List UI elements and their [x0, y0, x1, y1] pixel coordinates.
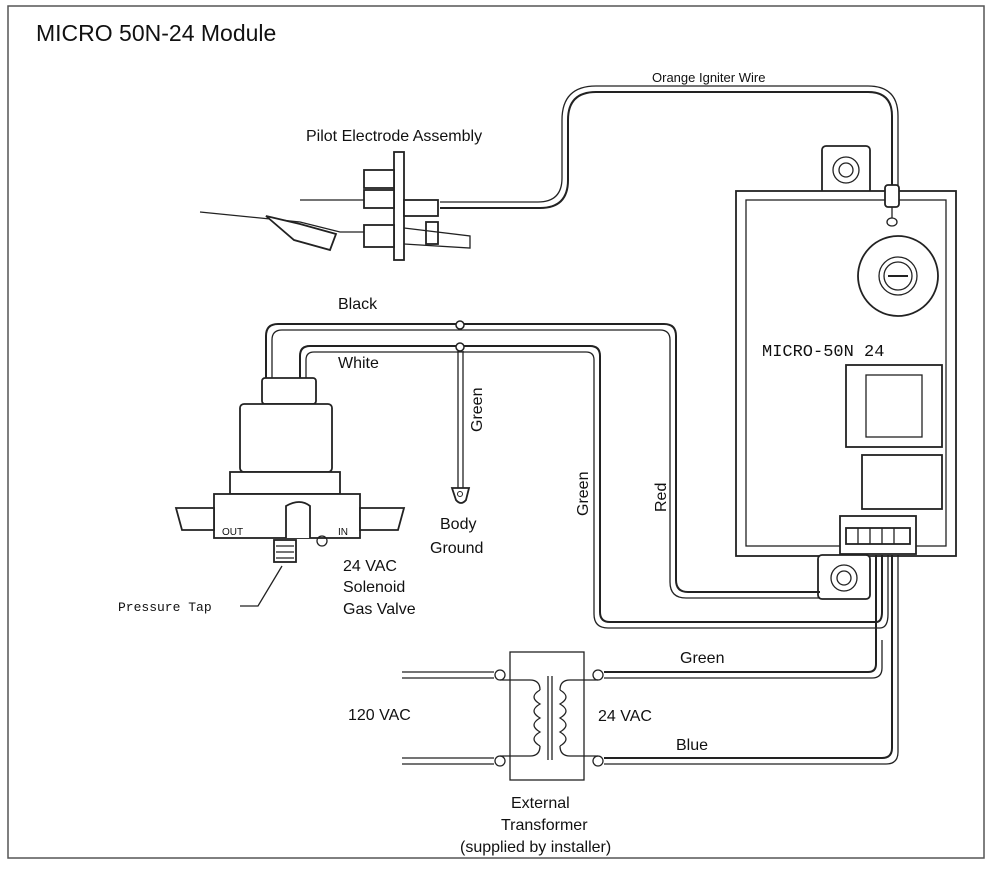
green-secondary-label: Green: [680, 650, 724, 667]
transformer-label-2: Transformer: [501, 817, 588, 834]
vac24-label: 24 VAC: [598, 708, 652, 725]
body-ground-label-2: Ground: [430, 540, 483, 557]
white-wire-label: White: [338, 355, 379, 372]
diagram-border: [7, 5, 985, 859]
red-wire-label: Red: [653, 483, 670, 512]
white-green-wire: [299, 342, 889, 629]
secondary-wires: [604, 555, 899, 765]
module-name-label: MICRO-50N 24: [762, 343, 884, 362]
valve-label-2: Solenoid: [343, 579, 405, 596]
diagram-title: MICRO 50N-24 Module: [36, 20, 276, 46]
green-wire-label: Green: [575, 472, 592, 516]
pressure-tap-label: Pressure Tap: [118, 600, 212, 615]
valve-out-label: OUT: [222, 527, 243, 538]
pilot-electrode-assembly: [199, 151, 471, 261]
valve-label-1: 24 VAC: [343, 558, 397, 575]
vac120-label: 120 VAC: [348, 707, 411, 724]
solenoid-gas-valve: [174, 377, 406, 563]
valve-in-label: IN: [338, 527, 348, 538]
black-red-wire: [265, 320, 820, 599]
green-body-wire-label: Green: [469, 388, 486, 432]
transformer-label-3: (supplied by installer): [460, 839, 611, 856]
valve-label-3: Gas Valve: [343, 601, 416, 618]
pressure-tap-leader: [240, 565, 283, 607]
black-wire-label: Black: [338, 296, 378, 313]
module-micro-50n: [735, 145, 957, 600]
pilot-electrode-label: Pilot Electrode Assembly: [306, 128, 482, 145]
body-ground-label-1: Body: [440, 516, 476, 533]
blue-secondary-label: Blue: [676, 737, 708, 754]
transformer-label-1: External: [511, 795, 570, 812]
external-transformer: [402, 651, 604, 781]
orange-igniter-wire-label: Orange Igniter Wire: [652, 70, 765, 85]
body-ground-wire: [450, 351, 471, 504]
orange-igniter-wire: [440, 85, 899, 209]
